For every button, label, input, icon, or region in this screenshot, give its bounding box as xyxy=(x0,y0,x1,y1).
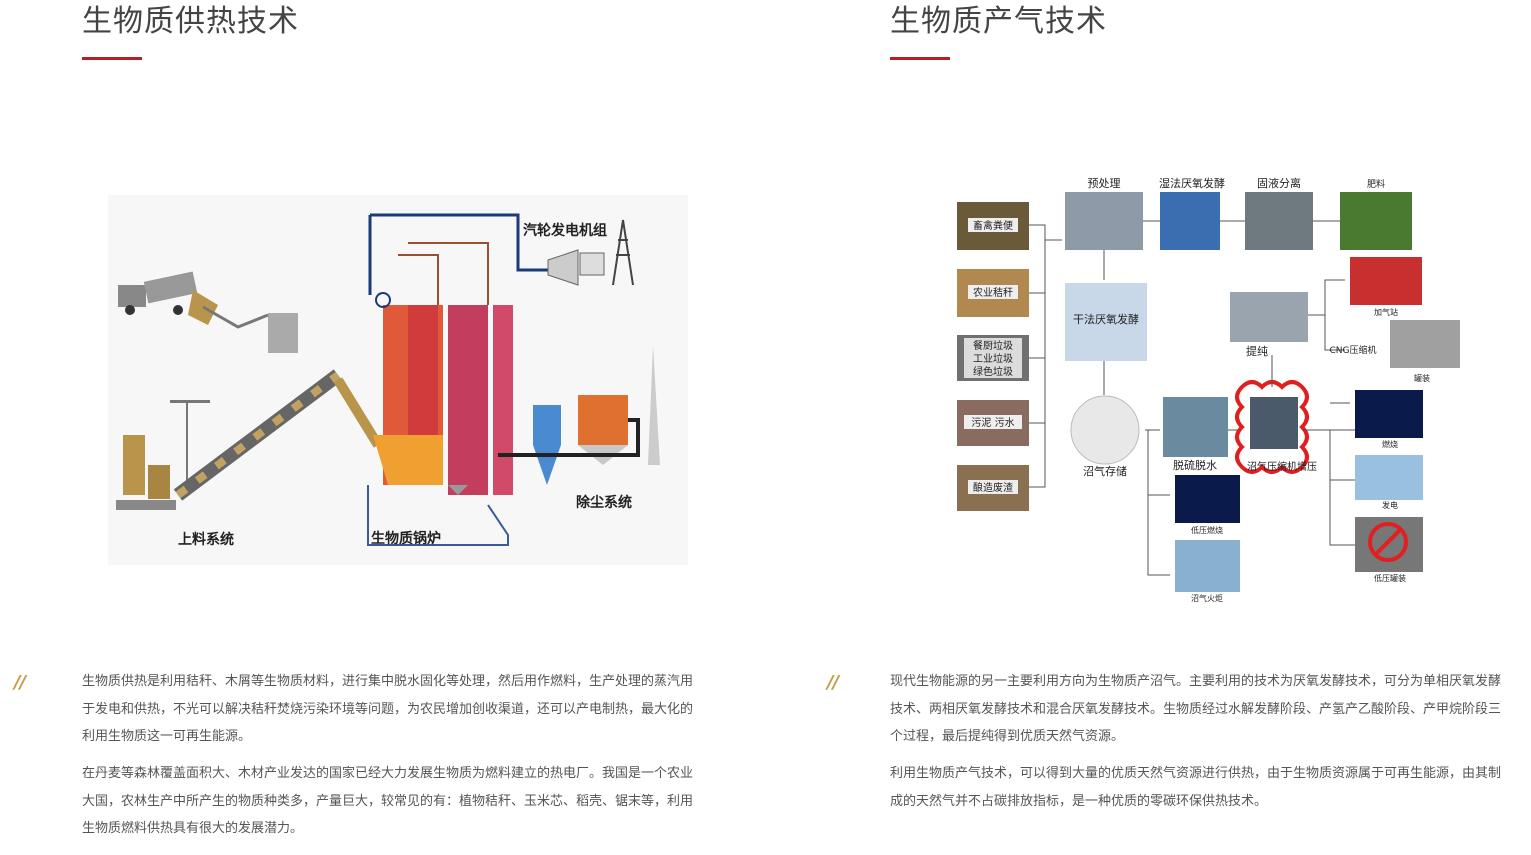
label-bottling: 罐装 xyxy=(1414,373,1430,383)
label-combustion: 燃烧 xyxy=(1382,439,1398,449)
dust-collector-icon xyxy=(498,395,640,485)
label-separation: 固液分离 xyxy=(1257,176,1301,190)
heating-paragraph-2: 在丹麦等森林覆盖面积大、木材产业发达的国家已经大力发展生物质为燃料建立的热电厂。… xyxy=(82,766,694,836)
biomass-heating-diagram: 汽轮发电机组 上料系统 生物质锅炉 除尘系统 xyxy=(108,195,688,565)
section-title-heating: 生物质供热技术 xyxy=(82,4,299,39)
label-gas-station: 加气站 xyxy=(1374,307,1398,317)
quote-mark: // xyxy=(827,672,839,693)
bales-icon xyxy=(116,435,176,510)
label-industrial-waste: 工业垃圾 xyxy=(973,352,1013,365)
label-power: 发电 xyxy=(1382,500,1398,510)
label-turbine: 汽轮发电机组 xyxy=(523,222,607,239)
boiler-icon xyxy=(373,305,513,495)
label-desulfurization: 脱硫脱水 xyxy=(1173,458,1217,472)
label-low-pressure-bottling: 低压罐装 xyxy=(1374,573,1406,583)
turbine-icon xyxy=(547,219,634,286)
label-sludge: 污泥 污水 xyxy=(971,416,1014,429)
label-cng: CNG压缩机 xyxy=(1330,344,1377,356)
label-manure: 畜禽粪便 xyxy=(973,219,1013,232)
label-wet-digestion: 湿法厌氧发酵 xyxy=(1159,176,1225,190)
label-dust: 除尘系统 xyxy=(576,494,632,511)
label-low-pressure-combustion: 低压燃烧 xyxy=(1191,525,1223,535)
gas-paragraph-2: 利用生物质产气技术，可以得到大量的优质天然气资源进行供热，由于生物质资源属于可再… xyxy=(890,766,1502,809)
gas-paragraph-1: 现代生物能源的另一主要利用方向为生物质产沼气。主要利用的技术为厌氧发酵技术，可分… xyxy=(890,674,1502,744)
label-purification: 提纯 xyxy=(1246,345,1268,358)
label-brew-residue: 酿造废渣 xyxy=(973,481,1013,494)
title-underline xyxy=(82,57,142,60)
label-dry-digestion: 干法厌氧发酵 xyxy=(1073,312,1139,326)
label-pretreatment: 预处理 xyxy=(1088,177,1121,190)
label-storage: 沼气存储 xyxy=(1083,464,1127,478)
section-title-gas: 生物质产气技术 xyxy=(890,4,1107,39)
label-fertilizer: 肥料 xyxy=(1367,178,1385,190)
heating-paragraph-1: 生物质供热是利用秸秆、木屑等生物质材料，进行集中脱水固化等处理，然后用作燃料，生… xyxy=(82,674,694,744)
label-flare: 沼气火炬 xyxy=(1191,593,1223,603)
label-compressor: 沼气压缩机增压 xyxy=(1247,460,1317,473)
quote-mark: // xyxy=(14,672,26,693)
label-boiler: 生物质锅炉 xyxy=(371,530,441,547)
label-kitchen-waste: 餐厨垃圾 xyxy=(973,339,1013,352)
label-straw: 农业秸秆 xyxy=(973,286,1013,299)
biogas-flow-diagram: 畜禽粪便 农业秸秆 餐厨垃圾 工业垃圾 绿色垃圾 污泥 污水 酿造废渣 预处理 … xyxy=(950,165,1475,610)
label-green-waste: 绿色垃圾 xyxy=(973,365,1013,378)
title-underline xyxy=(890,57,950,60)
label-feeding: 上料系统 xyxy=(178,531,234,548)
